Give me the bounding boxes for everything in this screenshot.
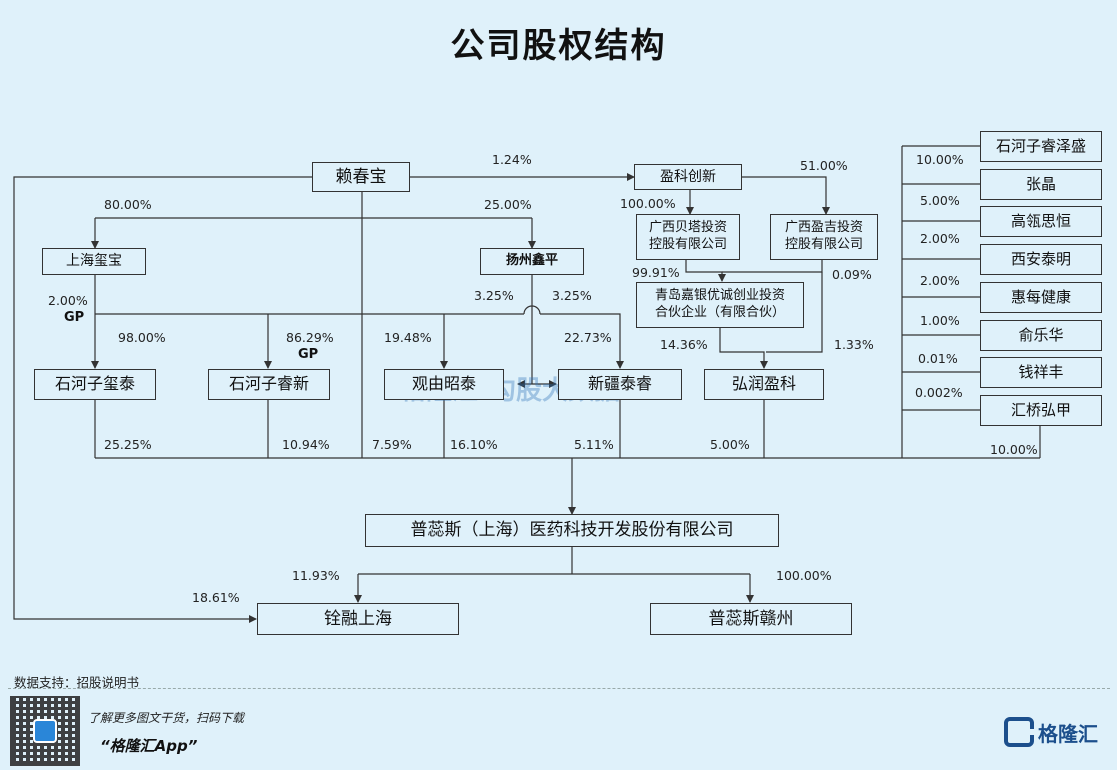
pct-xjtc-co: 5.11% bbox=[574, 437, 614, 452]
brand-logo: 格隆汇 bbox=[1004, 712, 1112, 752]
footer-tagline: 了解更多图文干货，扫码下载 bbox=[88, 711, 245, 725]
edge-lai-qrsh bbox=[13, 176, 312, 623]
node-qdjy: 青岛嘉银优诚创业投资 合伙企业（有限合伙） bbox=[636, 282, 804, 328]
data-source: 数据支持：招股说明书 bbox=[14, 675, 140, 690]
node-hqhj: 汇桥弘甲 bbox=[980, 395, 1102, 426]
pct-gxyingji-hryk: 1.33% bbox=[834, 337, 874, 352]
pct-lai-yzxp: 25.00% bbox=[484, 197, 532, 212]
node-gaozsh: 高瓴思恒 bbox=[980, 206, 1102, 237]
node-xatm: 西安泰明 bbox=[980, 244, 1102, 275]
pct-qdjy-hryk: 14.36% bbox=[660, 337, 708, 352]
pct-shxibao-gp: 2.00% bbox=[48, 293, 88, 308]
node-ylh: 俞乐华 bbox=[980, 320, 1102, 351]
pct-shzrzs: 10.00% bbox=[916, 152, 964, 167]
pct-yzxp-a: 3.25% bbox=[474, 288, 514, 303]
brand-logo-text: 格隆汇 bbox=[1038, 721, 1098, 746]
node-shzrzs: 石河子睿泽盛 bbox=[980, 131, 1102, 162]
node-yzxp: 扬州鑫平 bbox=[480, 248, 584, 275]
brand-logo-icon bbox=[1004, 717, 1034, 747]
pct-gxyingji-qdjy: 0.09% bbox=[832, 267, 872, 282]
pct-lai-qrsh: 18.61% bbox=[192, 590, 240, 605]
node-hryk: 弘润盈科 bbox=[704, 369, 824, 400]
node-zhangjing: 张晶 bbox=[980, 169, 1102, 200]
node-gxyingji: 广西盈吉投资 控股有限公司 bbox=[770, 214, 878, 260]
pct-co-prsgz: 100.00% bbox=[776, 568, 832, 583]
pct-yingke-gxbeita: 100.00% bbox=[620, 196, 676, 211]
pct-zhangjing: 5.00% bbox=[920, 193, 960, 208]
edge-gp-xjtc bbox=[540, 313, 624, 369]
node-company: 普蕊斯（上海）医药科技开发股份有限公司 bbox=[365, 514, 779, 547]
page-title: 公司股权结构 bbox=[450, 26, 667, 66]
node-lai: 赖春宝 bbox=[312, 162, 410, 192]
pct-lai-xjtc: 22.73% bbox=[564, 330, 612, 345]
pct-lai-shxibao: 80.00% bbox=[104, 197, 152, 212]
footer-divider bbox=[8, 688, 1110, 689]
pct-lai-co: 7.59% bbox=[372, 437, 412, 452]
pct-ylh: 0.01% bbox=[918, 351, 958, 366]
pct-yingke-gxyingji: 51.00% bbox=[800, 158, 848, 173]
node-xjtc: 新疆泰睿 bbox=[558, 369, 682, 400]
pct-gaozsh: 2.00% bbox=[920, 231, 960, 246]
node-qxf: 钱祥丰 bbox=[980, 357, 1102, 388]
edge-yingke-gxyingji bbox=[742, 176, 830, 215]
pct-lai-gycz: 19.48% bbox=[384, 330, 432, 345]
edge-qdjy-hryk bbox=[719, 328, 768, 369]
pct-hryk-co: 5.00% bbox=[710, 437, 750, 452]
gp-label-shxibao: GP bbox=[64, 310, 85, 325]
pct-gxbeita-qdjy: 99.91% bbox=[632, 265, 680, 280]
pct-hmjk: 1.00% bbox=[920, 313, 960, 328]
pct-gycz-co: 16.10% bbox=[450, 437, 498, 452]
pct-yzxp-b: 3.25% bbox=[552, 288, 592, 303]
edge-gxyingji-hryk bbox=[766, 272, 823, 353]
edge-gxbeita-qdjy bbox=[685, 260, 726, 282]
edge-gxyingji-qdjy bbox=[722, 260, 823, 273]
pct-xatm: 2.00% bbox=[920, 273, 960, 288]
node-gycz: 观由昭泰 bbox=[384, 369, 504, 400]
node-yingke: 盈科创新 bbox=[634, 164, 742, 190]
node-shxibao: 上海玺宝 bbox=[42, 248, 146, 275]
pct-lai-shzrx: 86.29% bbox=[286, 330, 334, 345]
footer-app-name: “格隆汇App” bbox=[100, 737, 198, 755]
pct-shxibao-shzxt: 98.00% bbox=[118, 330, 166, 345]
node-gxbeita: 广西贝塔投资 控股有限公司 bbox=[636, 214, 740, 260]
node-shzxt: 石河子玺泰 bbox=[34, 369, 156, 400]
pct-co-qrsh: 11.93% bbox=[292, 568, 340, 583]
qr-logo-icon bbox=[33, 719, 57, 743]
node-hmjk: 惠每健康 bbox=[980, 282, 1102, 313]
gp-label-shzrx: GP bbox=[298, 347, 319, 362]
pct-qxf: 0.002% bbox=[915, 385, 963, 400]
pct-lai-yingke: 1.24% bbox=[492, 152, 532, 167]
pct-right-co: 10.00% bbox=[990, 442, 1038, 457]
node-prsgz: 普蕊斯赣州 bbox=[650, 603, 852, 635]
node-qrsh: 铨融上海 bbox=[257, 603, 459, 635]
pct-shzxt-co: 25.25% bbox=[104, 437, 152, 452]
node-shzrx: 石河子睿新 bbox=[208, 369, 330, 400]
pct-shzrx-co: 10.94% bbox=[282, 437, 330, 452]
